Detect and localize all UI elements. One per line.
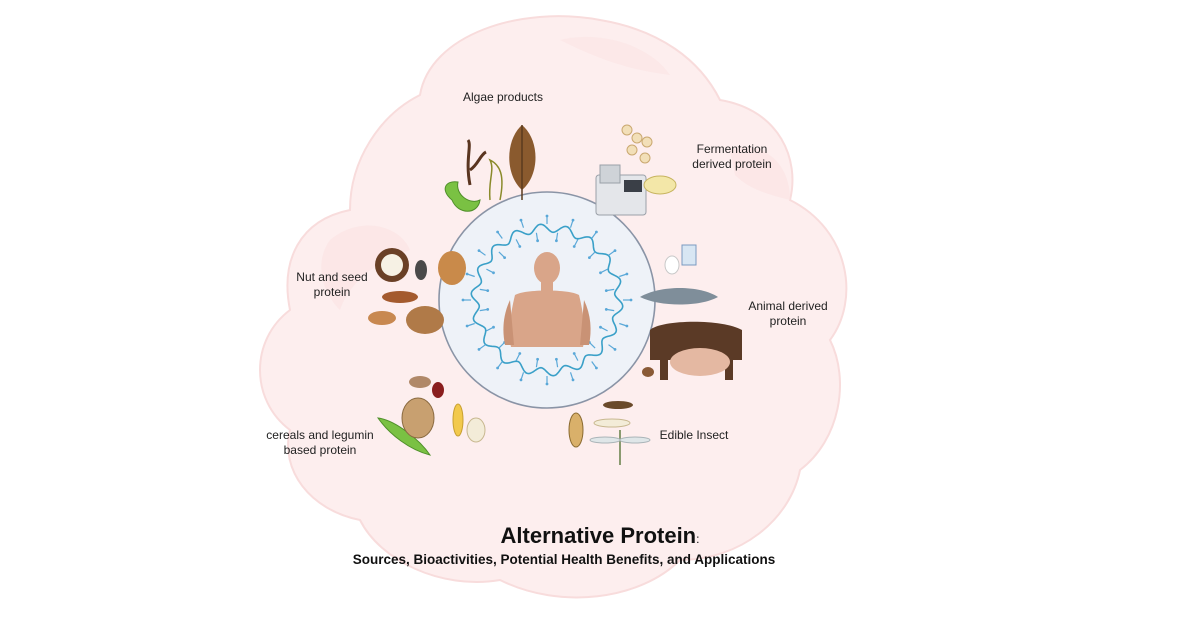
antibody-tip	[486, 289, 490, 292]
antibody-tip	[625, 272, 629, 276]
antibody-tip	[536, 239, 539, 243]
bioreactor-icon	[595, 124, 677, 216]
antibody-tip	[503, 256, 506, 259]
label-line: cereals and legumin	[266, 428, 374, 442]
title-colon: :	[696, 532, 700, 546]
label-fermentation: Fermentation derived protein	[672, 142, 792, 172]
label-line: Fermentation	[696, 142, 768, 156]
antibody-tip	[492, 271, 495, 275]
antibody-tip	[572, 245, 576, 248]
antibody-tip	[571, 218, 575, 222]
antibody-tip	[604, 289, 608, 292]
label-line: Algae products	[462, 90, 544, 104]
label-nut-seed: Nut and seed protein	[284, 270, 380, 300]
antibody-marks	[461, 214, 633, 386]
label-line: Nut and seed	[296, 270, 368, 284]
label-line: Animal derived	[748, 299, 828, 313]
livestock-icon	[640, 244, 742, 380]
central-body-circle	[438, 191, 656, 409]
human-torso-icon	[503, 252, 591, 347]
antibody-tip	[572, 352, 576, 355]
nut-icon	[368, 248, 466, 334]
antibody-tip	[477, 249, 481, 253]
antibody-tip	[613, 249, 617, 253]
label-line: based protein	[283, 443, 357, 457]
antibody-tip	[496, 366, 499, 370]
antibody-tip	[477, 348, 481, 351]
antibody-tip	[599, 271, 602, 275]
antibody-tip	[625, 324, 629, 328]
title-text: Alternative Protein	[500, 523, 697, 548]
antibody-tip	[461, 298, 465, 302]
antibody-tip	[595, 366, 598, 370]
antibody-tip	[492, 325, 495, 329]
antibody-tip	[629, 298, 633, 302]
diagram-title: Alternative Protein:	[0, 523, 1200, 549]
antibody-tip	[555, 357, 558, 361]
label-line: protein	[313, 285, 351, 299]
label-animal-derived: Animal derived protein	[733, 299, 843, 329]
antibody-tip	[486, 308, 490, 311]
antibody-tip	[465, 272, 469, 276]
label-edible-insect: Edible Insect	[646, 428, 742, 443]
cloud-shade	[730, 147, 790, 200]
antibody-tip	[588, 256, 591, 259]
cloud-shade	[560, 36, 670, 75]
label-line: derived protein	[692, 157, 772, 171]
antibody-tip	[595, 230, 598, 234]
legume-icon	[376, 376, 486, 456]
antibody-tip	[545, 382, 549, 386]
antibody-tip	[604, 308, 608, 311]
antibody-tip	[536, 357, 539, 361]
label-line: protein	[769, 314, 807, 328]
label-line: Edible Insect	[659, 428, 729, 442]
label-cereals-legumin: cereals and legumin based protein	[258, 428, 382, 458]
antibody-tip	[613, 348, 617, 351]
antibody-tip	[496, 230, 499, 234]
antibody-tip	[518, 245, 522, 248]
seaweed-icon	[444, 125, 536, 212]
antibody-tip	[571, 378, 575, 382]
cloud-shade	[321, 225, 410, 310]
insect-icon	[568, 401, 651, 465]
antibody-tip	[519, 218, 523, 222]
antibody-tip	[545, 214, 549, 218]
antibody-tip	[599, 325, 602, 329]
label-algae-products: Algae products	[440, 90, 566, 105]
antibody-tip	[555, 239, 558, 243]
antibody-tip	[518, 352, 522, 355]
wavy-ring	[470, 223, 624, 377]
antibody-tip	[519, 378, 523, 382]
antibody-tip	[465, 324, 469, 328]
diagram-subtitle: Sources, Bioactivities, Potential Health…	[352, 552, 776, 567]
